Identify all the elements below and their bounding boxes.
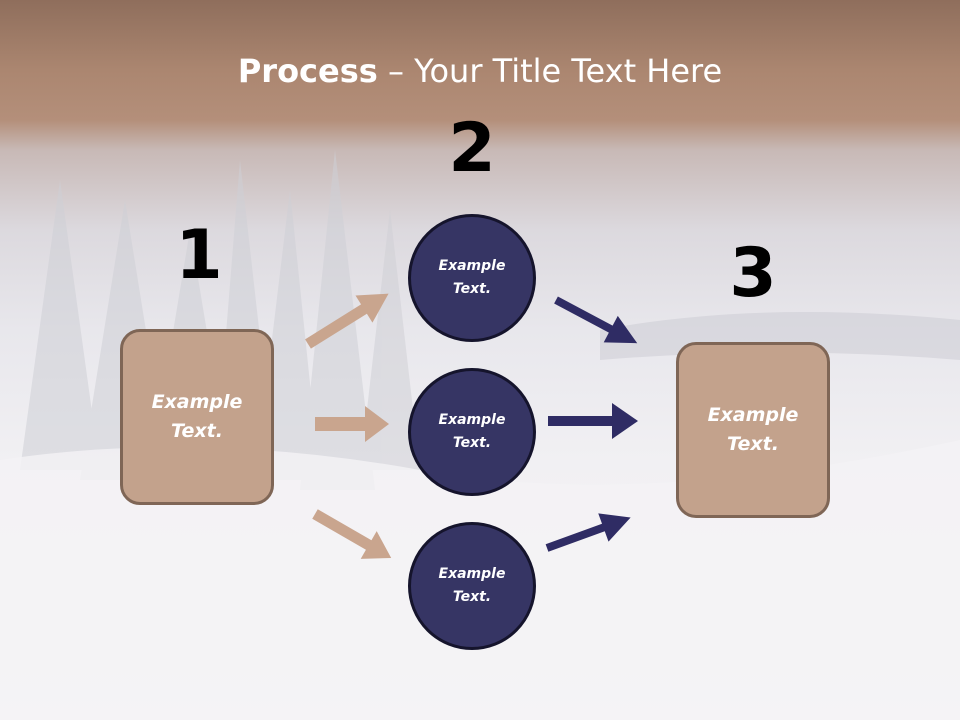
slide-title: Process – Your Title Text Here — [0, 52, 960, 90]
arrow-to-top-circle — [305, 293, 389, 349]
process-circle-middle: Example Text. — [408, 368, 536, 496]
arrow-from-top-circle — [554, 296, 638, 344]
step-number-2: 2 — [448, 109, 496, 188]
process-circle-top: Example Text. — [408, 214, 536, 342]
circle-top-text: Example Text. — [438, 258, 506, 297]
arrow-from-bottom-circle — [545, 513, 631, 552]
step-3-box: Example Text. — [676, 342, 830, 518]
step-1-box: Example Text. — [120, 329, 274, 505]
title-rest: – Your Title Text Here — [377, 52, 723, 90]
step-number-1: 1 — [175, 216, 223, 295]
step-number-3: 3 — [729, 234, 777, 313]
process-circle-bottom: Example Text. — [408, 522, 536, 650]
circle-bottom-text: Example Text. — [438, 566, 506, 605]
arrow-to-bottom-circle — [312, 509, 392, 559]
circle-middle-text: Example Text. — [438, 412, 506, 451]
arrow-from-middle-circle — [548, 403, 638, 439]
step-3-text: Example Text. — [707, 404, 799, 455]
title-bold: Process — [237, 52, 378, 90]
step-1-text: Example Text. — [151, 391, 243, 442]
arrow-to-middle-circle — [315, 406, 389, 442]
